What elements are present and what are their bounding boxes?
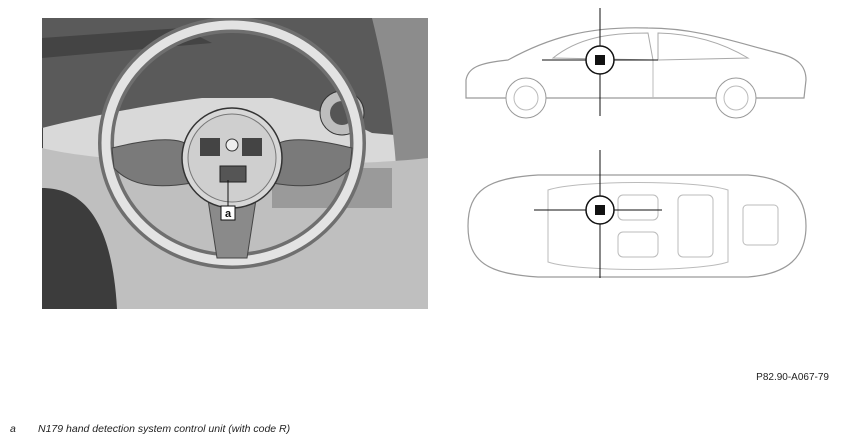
callout-label-a: a (225, 208, 232, 220)
legend-item: a N179 hand detection system control unit… (10, 423, 290, 435)
interior-steering-wheel-illustration: a (41, 17, 429, 310)
legend-text: N179 hand detection system control unit … (38, 423, 291, 435)
vehicle-side-svg (465, 8, 807, 119)
vehicle-top-svg (467, 150, 807, 278)
steering-wheel-svg: a (41, 17, 429, 310)
vehicle-top-view-illustration (458, 150, 814, 302)
vehicle-side-view-illustration (458, 8, 814, 120)
legend-key: a (10, 423, 16, 435)
figure-reference-code: P82.90-A067-79 (756, 372, 829, 383)
